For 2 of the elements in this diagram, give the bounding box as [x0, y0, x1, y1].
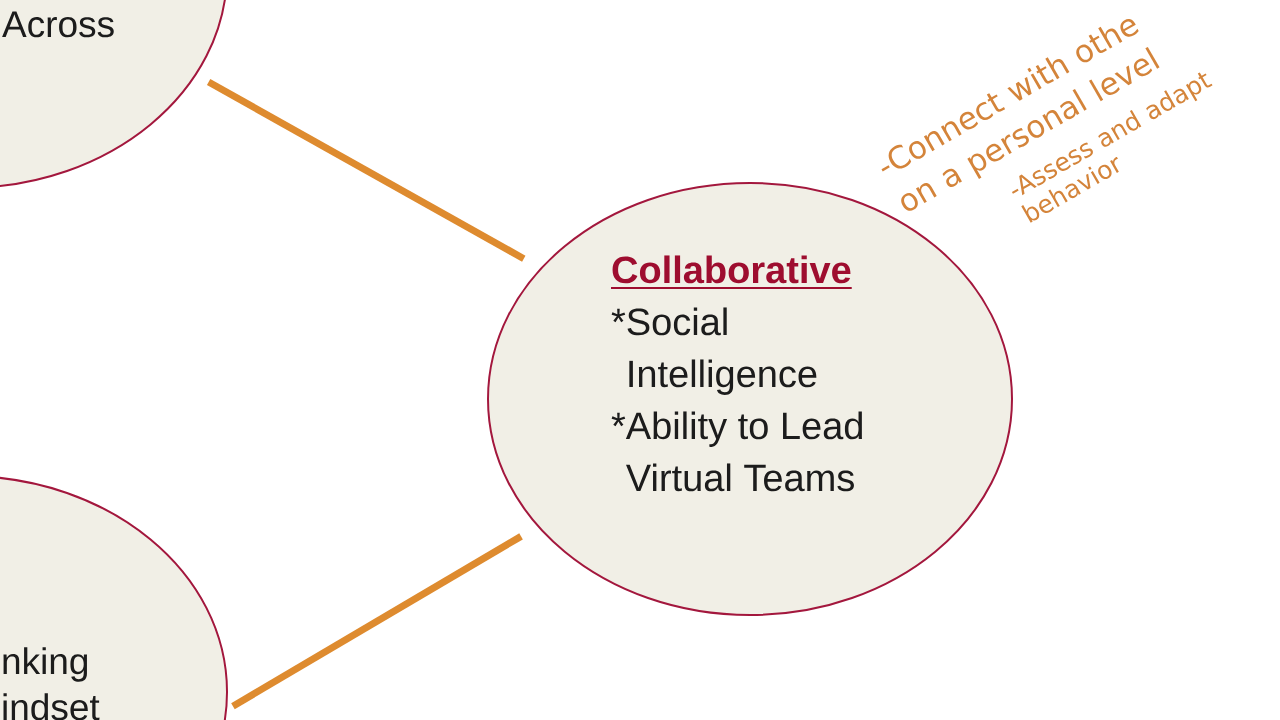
connector-line — [206, 78, 526, 262]
connector-line — [231, 533, 523, 710]
